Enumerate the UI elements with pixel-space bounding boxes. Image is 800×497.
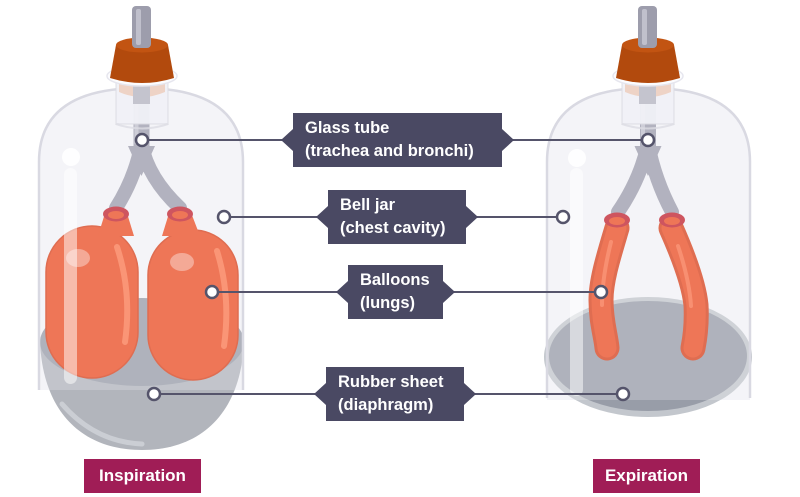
neck-and-cork bbox=[106, 6, 178, 130]
label-balloons-line1: Balloons bbox=[360, 271, 430, 289]
caption-inspiration-text: Inspiration bbox=[99, 466, 186, 485]
caption-expiration-text: Expiration bbox=[604, 466, 689, 485]
balloon-ring-right-inner bbox=[664, 217, 680, 225]
label-bell-jar-line2: (chest cavity) bbox=[340, 219, 446, 237]
label-bell-jar: Bell jar (chest cavity) bbox=[316, 190, 478, 244]
label-rubber-sheet: Rubber sheet (diaphragm) bbox=[314, 367, 476, 421]
balloons-deflated bbox=[588, 215, 709, 361]
connector-dot bbox=[204, 284, 220, 300]
rod-upper bbox=[638, 6, 657, 48]
balloon-right-shine bbox=[676, 244, 693, 308]
caption-expiration: Expiration bbox=[593, 459, 700, 493]
bell-jar-inspiration bbox=[37, 6, 245, 450]
label-glass-tube: Glass tube (trachea and bronchi) bbox=[281, 113, 514, 167]
glass-reflection-dot bbox=[62, 148, 80, 166]
connector-dot bbox=[555, 209, 571, 225]
connector-dot bbox=[146, 386, 162, 402]
connector-dot bbox=[615, 386, 631, 402]
label-bell-jar-line1: Bell jar bbox=[340, 196, 396, 214]
rod-upper-highlight bbox=[136, 9, 141, 45]
glass-front-tint bbox=[547, 88, 750, 400]
connector-dot bbox=[593, 284, 609, 300]
rod-upper bbox=[132, 6, 151, 48]
connector-dot bbox=[216, 209, 232, 225]
bowl-highlight bbox=[59, 401, 145, 447]
rod-upper-highlight bbox=[642, 9, 647, 45]
label-rubber-sheet-line1: Rubber sheet bbox=[338, 373, 444, 391]
balloon-ring-right-inner bbox=[172, 211, 188, 219]
balloon-left-shine bbox=[600, 240, 613, 307]
glass-front-tint bbox=[39, 88, 243, 390]
balloon-right-shine bbox=[214, 248, 230, 349]
neck-bottom-edge bbox=[621, 123, 675, 130]
tube-branch-right bbox=[134, 137, 187, 215]
bell-jar-expiration bbox=[544, 6, 752, 417]
connector-dot bbox=[134, 132, 150, 148]
connector-dot bbox=[640, 132, 656, 148]
label-glass-tube-line2: (trachea and bronchi) bbox=[305, 142, 474, 160]
cork bbox=[110, 45, 174, 83]
label-balloons-line2: (lungs) bbox=[360, 294, 415, 312]
label-rubber-sheet-line2: (diaphragm) bbox=[338, 396, 434, 414]
cork bbox=[616, 45, 680, 83]
neck-and-cork bbox=[612, 6, 684, 130]
glass-reflection-stripe bbox=[570, 168, 583, 396]
balloon-ring-left-inner bbox=[108, 211, 124, 219]
balloon-right-gloss bbox=[170, 253, 194, 271]
glass-reflection-stripe bbox=[64, 168, 77, 384]
label-glass-tube-line1: Glass tube bbox=[305, 119, 390, 137]
balloon-ring-left-inner bbox=[609, 217, 625, 225]
balloon-left-shine bbox=[114, 244, 131, 345]
tube-branch-right bbox=[641, 137, 679, 219]
caption-inspiration: Inspiration bbox=[84, 459, 201, 493]
neck-bottom-edge bbox=[115, 123, 169, 130]
glass-reflection-dot bbox=[568, 149, 586, 167]
label-balloons: Balloons (lungs) bbox=[336, 265, 455, 319]
connector-lines bbox=[134, 132, 656, 402]
